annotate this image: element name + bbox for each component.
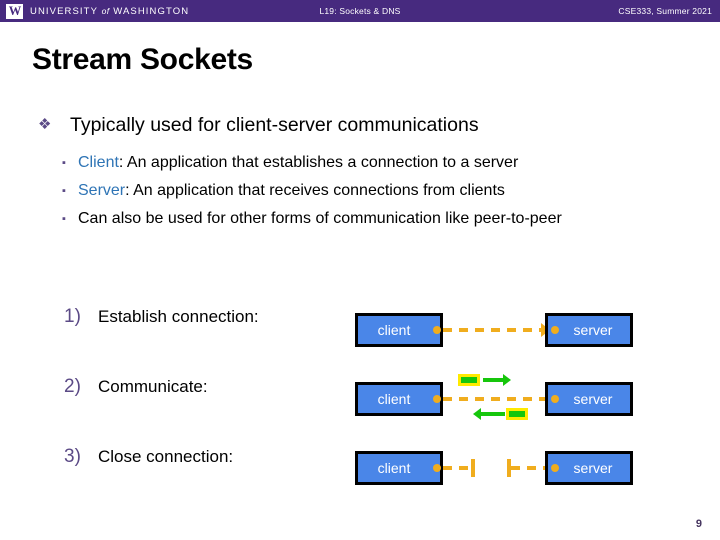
primary-bullet-text: Typically used for client-server communi… [70,114,479,136]
socket-lifecycle-diagram: client server client server client serve… [355,305,655,495]
step-number: 3) [64,446,81,467]
connection-endcap-right-icon [507,459,511,477]
diagram-row-communicate: client server [355,374,655,432]
connection-dashed-line-stub-right [511,466,551,470]
server-node: server [545,451,633,485]
server-socket-dot-icon [551,464,559,472]
university-of: of [101,5,110,16]
diamond-bullet-icon: ❖ [38,116,52,133]
square-bullet-icon: ▪ [62,157,66,169]
university-suffix: WASHINGTON [113,5,190,17]
server-node: server [545,313,633,347]
step-label: Close connection: [98,447,234,466]
square-bullet-icon: ▪ [62,185,66,197]
list-item: ▪ Can also be used for other forms of co… [62,206,692,232]
step-item-1: 1) Establish connection: [64,305,364,375]
step-item-2: 2) Communicate: [64,375,364,445]
client-node: client [355,313,443,347]
list-item: ▪ Client: An application that establishe… [62,150,692,176]
list-item: ▪ Server: An application that receives c… [62,178,692,204]
sub-bullet-text: Client: An application that establishes … [78,150,518,176]
sub-bullet-rest: : An application that receives connectio… [125,182,505,199]
course-term: CSE333, Summer 2021 [618,6,712,16]
connection-dashed-line-stub-left [443,466,471,470]
university-name: UNIVERSITY of WASHINGTON [30,6,189,17]
server-socket-dot-icon [551,395,559,403]
client-node: client [355,382,443,416]
sub-bullet-text: Server: An application that receives con… [78,178,505,204]
connection-dashed-line [443,328,543,332]
square-bullet-icon: ▪ [62,213,66,225]
packet-outbound-icon [458,374,480,386]
sub-bullet-text: Can also be used for other forms of comm… [78,206,668,232]
server-node: server [545,382,633,416]
sub-bullet-list: ▪ Client: An application that establishe… [62,150,692,234]
step-list: 1) Establish connection: 2) Communicate:… [64,305,364,515]
sub-bullet-keyword: Server [78,182,126,199]
client-node: client [355,451,443,485]
page-title: Stream Sockets [32,43,253,76]
step-number: 1) [64,306,81,327]
sub-bullet-rest: : An application that establishes a conn… [118,154,519,171]
packet-inbound-icon [506,408,528,420]
step-label: Communicate: [98,377,208,396]
client-socket-dot-icon [433,464,441,472]
lecture-title: L19: Sockets & DNS [319,6,401,16]
client-socket-dot-icon [433,395,441,403]
sub-bullet-keyword: Client [78,154,119,171]
step-label: Establish connection: [98,307,259,326]
green-arrow-left-icon [473,408,481,420]
green-arrow-right-icon [503,374,511,386]
client-socket-dot-icon [433,326,441,334]
connection-dashed-line [443,397,551,401]
university-prefix: UNIVERSITY [30,5,98,17]
diagram-row-establish: client server [355,305,655,363]
diagram-row-close: client server [355,443,655,501]
page-number: 9 [695,518,702,530]
connection-endcap-left-icon [471,459,475,477]
green-arrow-right-line [483,378,505,382]
step-number: 2) [64,376,81,397]
uw-w-logo-icon: W [6,3,23,19]
green-arrow-left-line [481,412,505,416]
slide-header-bar: W UNIVERSITY of WASHINGTON L19: Sockets … [0,0,720,22]
step-item-3: 3) Close connection: [64,445,364,515]
sub-bullet-rest: Can also be used for other forms of comm… [78,210,562,227]
server-socket-dot-icon [551,326,559,334]
uw-brand: W UNIVERSITY of WASHINGTON [6,3,286,19]
primary-bullet: ❖ Typically used for client-server commu… [34,113,479,137]
